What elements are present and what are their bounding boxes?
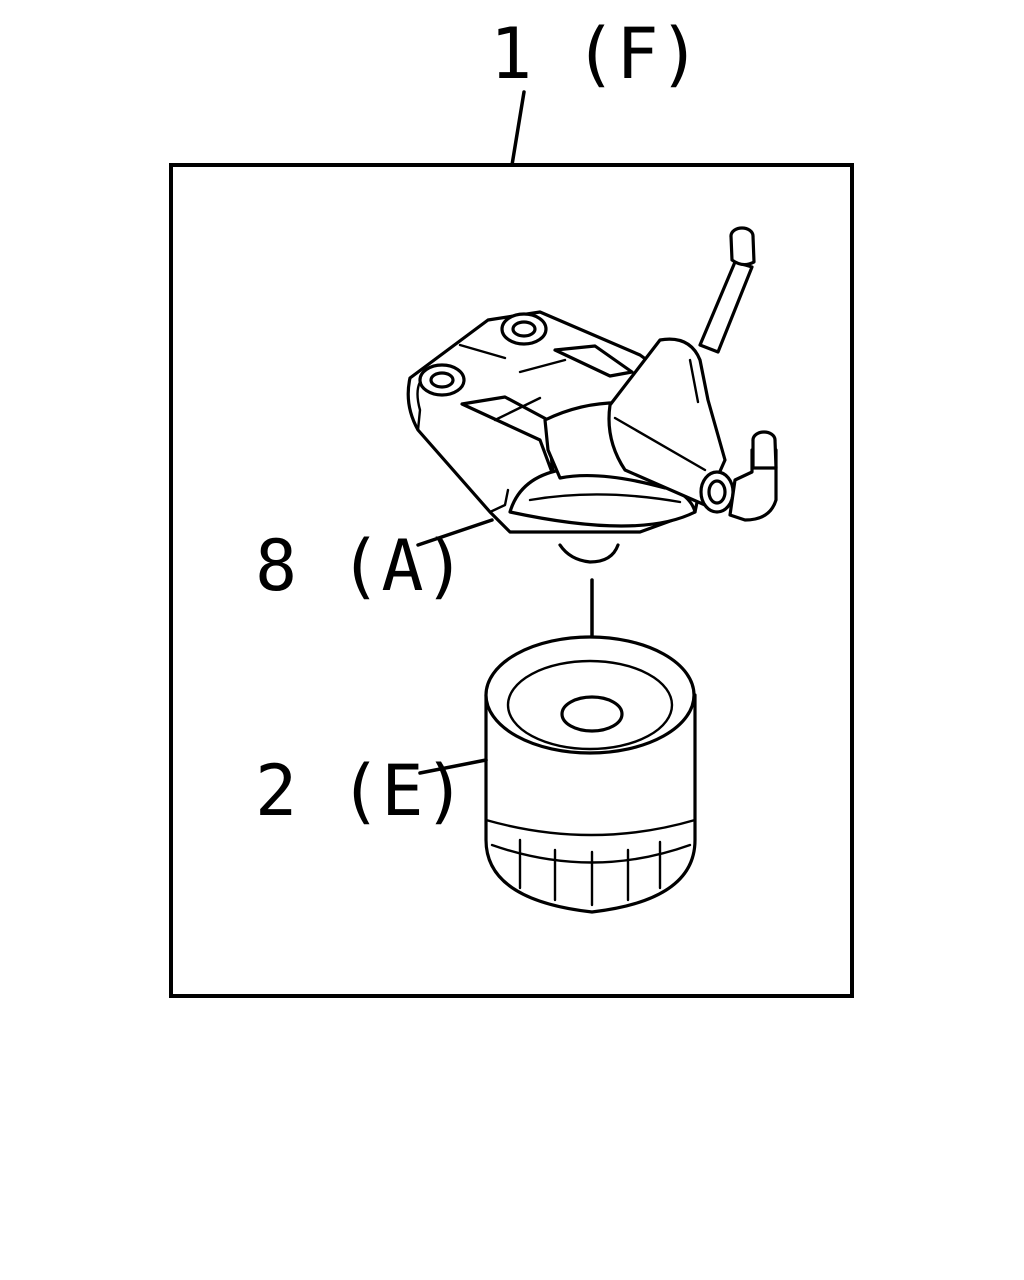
element-label: 2 (E) — [255, 750, 466, 832]
head-leader — [416, 518, 494, 547]
assembly-leader — [510, 90, 526, 167]
filter-element — [484, 635, 697, 914]
element-leader — [418, 758, 488, 775]
assembly-label: 1 (F) — [490, 13, 701, 95]
filter-head — [406, 226, 778, 564]
head-label: 8 (A) — [255, 525, 466, 607]
